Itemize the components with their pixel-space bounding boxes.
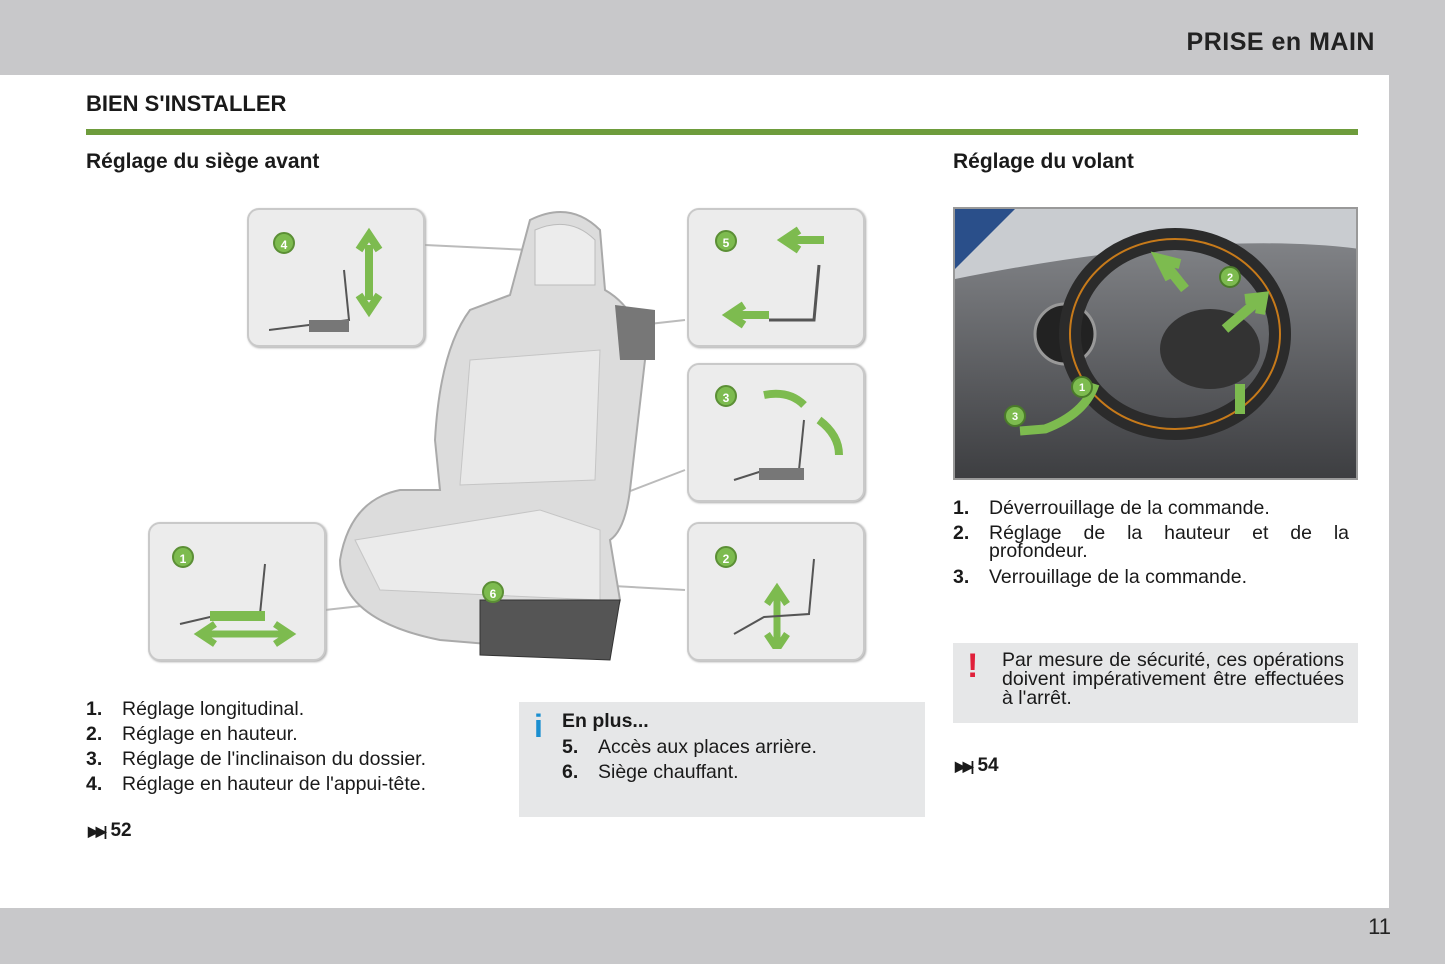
list-item: 2.Réglage de la hauteur et de la profond…: [953, 522, 1349, 562]
seat-list: 1.Réglage longitudinal. 2.Réglage en hau…: [86, 697, 506, 797]
badge-4: 4: [273, 232, 295, 254]
list-item: 2.Réglage en hauteur.: [86, 723, 298, 745]
section-divider: [86, 129, 1358, 135]
list-item: 3.Verrouillage de la commande.: [953, 566, 1247, 588]
badge-5: 5: [715, 230, 737, 252]
chapter-title: PRISE en MAIN: [1186, 28, 1375, 56]
next-page-icon: ▶▶|: [955, 757, 975, 774]
badge-3: 3: [715, 385, 737, 407]
seat-heading: Réglage du siège avant: [86, 150, 320, 173]
arrow-curve-icon: [763, 389, 843, 456]
info-box: i En plus... 5.Accès aux places arrière.…: [519, 702, 925, 817]
arrow-left-icon: [721, 226, 824, 329]
svg-text:3: 3: [1012, 411, 1018, 423]
list-item: 4.Réglage en hauteur de l'appui-tête.: [86, 773, 427, 795]
arrow-up-down-icon: [355, 227, 383, 318]
next-page-icon: ▶▶|: [88, 822, 108, 839]
arrow-up-down-icon: [764, 582, 790, 649]
list-item: 6.Siège chauffant.: [562, 761, 739, 783]
list-item: 5.Accès aux places arrière.: [562, 736, 817, 758]
callout-headrest: 4: [247, 208, 425, 347]
info-title: En plus...: [562, 710, 649, 732]
info-icon: i: [534, 708, 543, 744]
page-number: 11: [1368, 914, 1391, 939]
page-reference-link[interactable]: ▶▶|54: [955, 755, 999, 776]
list-item: 1.Déverrouillage de la commande.: [953, 497, 1270, 519]
badge-1: 1: [172, 546, 194, 568]
steering-wheel-photo: 2 1 3: [953, 207, 1358, 480]
badge-6: 6: [482, 581, 504, 603]
badge-2: 2: [715, 546, 737, 568]
list-item: 3.Réglage de l'inclinaison du dossier.: [86, 748, 427, 770]
seat-illustration: [324, 211, 686, 661]
svg-text:1: 1: [1079, 382, 1085, 394]
warning-icon: !: [967, 647, 979, 685]
section-title: BIEN S'INSTALLER: [86, 91, 287, 116]
callout-rear-access: 5: [687, 208, 865, 347]
callout-height: 2: [687, 522, 865, 661]
callout-longitudinal: 1: [148, 522, 326, 661]
wheel-heading: Réglage du volant: [953, 150, 1134, 173]
page-reference-link[interactable]: ▶▶|52: [88, 820, 132, 841]
wheel-list: 1.Déverrouillage de la commande. 2.Régla…: [953, 497, 1358, 589]
callout-recline: 3: [687, 363, 865, 502]
warning-box: ! Par mesure de sécurité, ces opérations…: [953, 643, 1358, 723]
svg-text:2: 2: [1227, 272, 1233, 284]
list-item: 1.Réglage longitudinal.: [86, 698, 305, 720]
arrow-left-right-icon: [193, 621, 297, 647]
warning-text: Par mesure de sécurité, ces opérations d…: [1002, 649, 1344, 709]
